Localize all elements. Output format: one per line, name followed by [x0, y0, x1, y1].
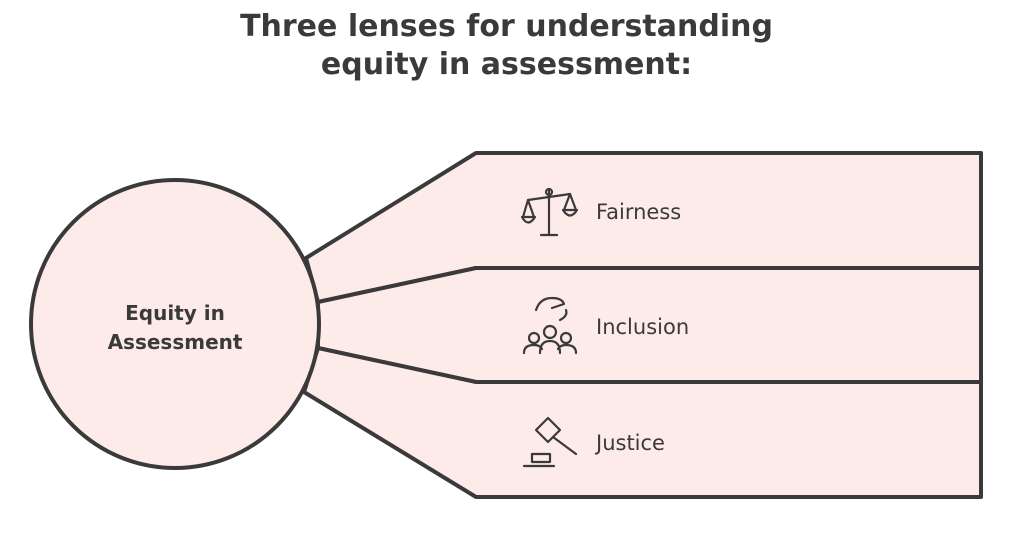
- branch-label-justice: Justice: [594, 431, 665, 455]
- branch-label-fairness: Fairness: [596, 200, 681, 224]
- center-label-line-2: Assessment: [108, 330, 243, 354]
- scales-icon: [520, 187, 579, 237]
- center-label-line-1: Equity in: [125, 301, 225, 325]
- center-circle: [29, 178, 321, 470]
- title-line-2: equity in assessment:: [320, 47, 693, 82]
- group-hand-icon: [522, 296, 578, 355]
- diagram-title: Three lenses for understanding equity in…: [0, 8, 1013, 84]
- title-line-1: Three lenses for understanding: [240, 9, 773, 44]
- branch-label-inclusion: Inclusion: [596, 315, 689, 339]
- gavel-icon: [522, 416, 578, 468]
